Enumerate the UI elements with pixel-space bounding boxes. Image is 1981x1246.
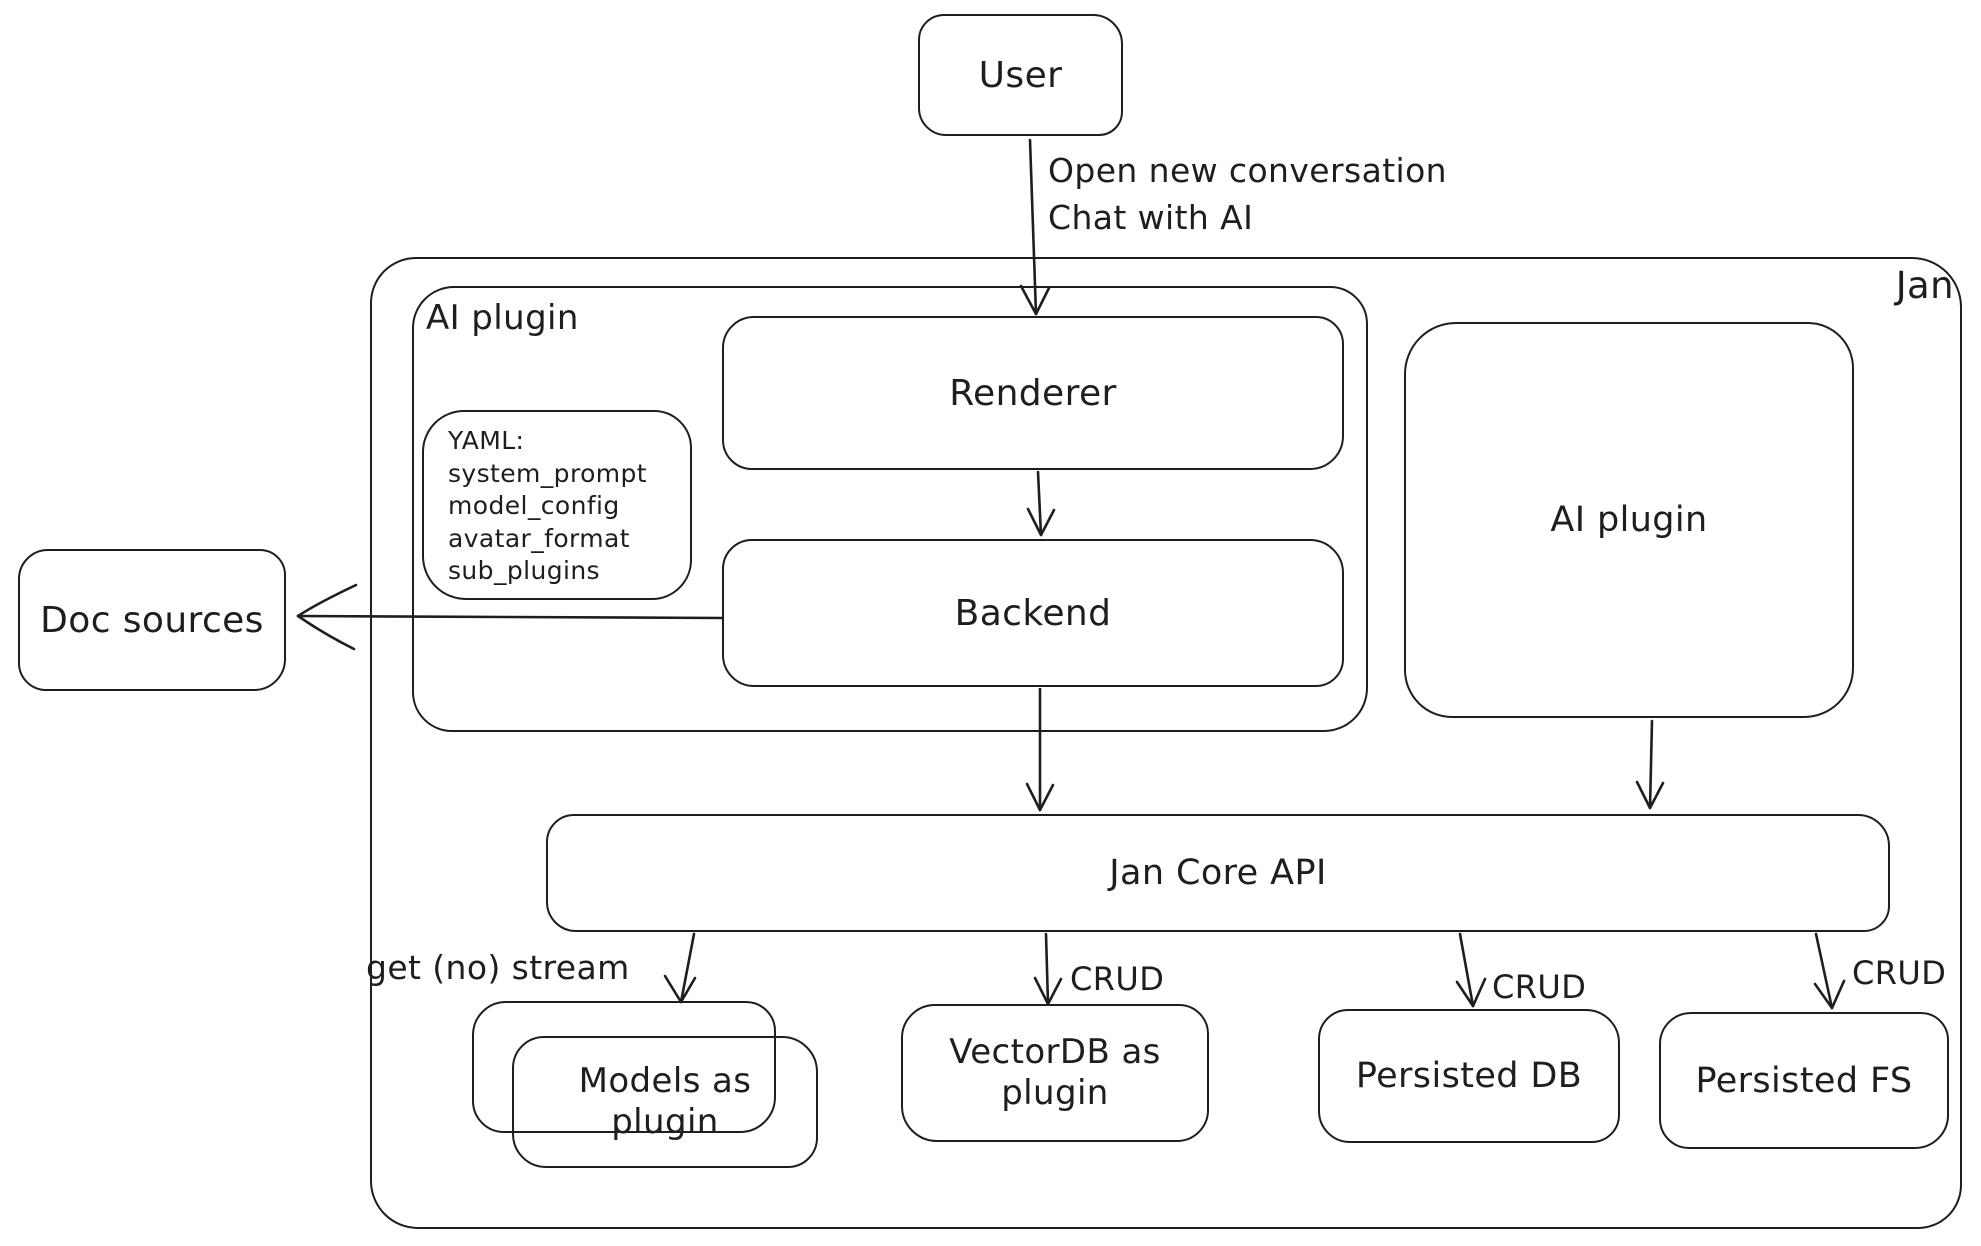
node-persisted-db-label: Persisted DB: [1355, 1056, 1583, 1096]
node-persisted-fs: Persisted FS: [1659, 1012, 1949, 1149]
node-vectordb-plugin: VectorDB as plugin: [901, 1004, 1209, 1142]
node-doc-sources-label: Doc sources: [40, 599, 264, 641]
node-yaml-note: YAML: system_prompt model_config avatar_…: [422, 410, 692, 600]
node-ai-plugin-right: AI plugin: [1404, 322, 1854, 718]
frame-jan-title: Jan: [1895, 264, 1954, 307]
edge-label-open-conversation: Open new conversation Chat with AI: [1048, 151, 1448, 237]
node-user-label: User: [978, 54, 1063, 96]
node-backend-label: Backend: [954, 592, 1112, 634]
node-jan-core-api: Jan Core API: [546, 814, 1890, 932]
edge-label-crud-persisted-db: CRUD: [1492, 968, 1587, 1006]
node-backend: Backend: [722, 539, 1344, 687]
node-vectordb-plugin-label: VectorDB as plugin: [949, 1031, 1161, 1113]
node-persisted-db: Persisted DB: [1318, 1009, 1620, 1143]
edge-label-get-no-stream: get (no) stream: [366, 948, 630, 987]
node-models-plugin-label: Models as plugin: [578, 1060, 752, 1142]
node-renderer-label: Renderer: [949, 372, 1117, 414]
edge-label-crud-vectordb: CRUD: [1070, 960, 1165, 998]
node-ai-plugin-right-label: AI plugin: [1550, 500, 1708, 540]
edge-backend-to-doc-sources-arrowhead: [296, 583, 358, 651]
node-models-plugin: Models as plugin: [512, 1036, 818, 1168]
node-persisted-fs-label: Persisted FS: [1695, 1060, 1913, 1101]
node-doc-sources: Doc sources: [18, 549, 286, 691]
frame-ai-plugin-container: [412, 286, 1368, 732]
frame-jan: [370, 257, 1962, 1229]
frame-ai-plugin-label: AI plugin: [426, 298, 579, 338]
node-renderer: Renderer: [722, 316, 1344, 470]
node-yaml-note-text: YAML: system_prompt model_config avatar_…: [448, 426, 647, 585]
edge-label-crud-persisted-fs: CRUD: [1852, 954, 1947, 992]
node-user: User: [918, 14, 1123, 136]
node-jan-core-api-label: Jan Core API: [1109, 853, 1327, 893]
